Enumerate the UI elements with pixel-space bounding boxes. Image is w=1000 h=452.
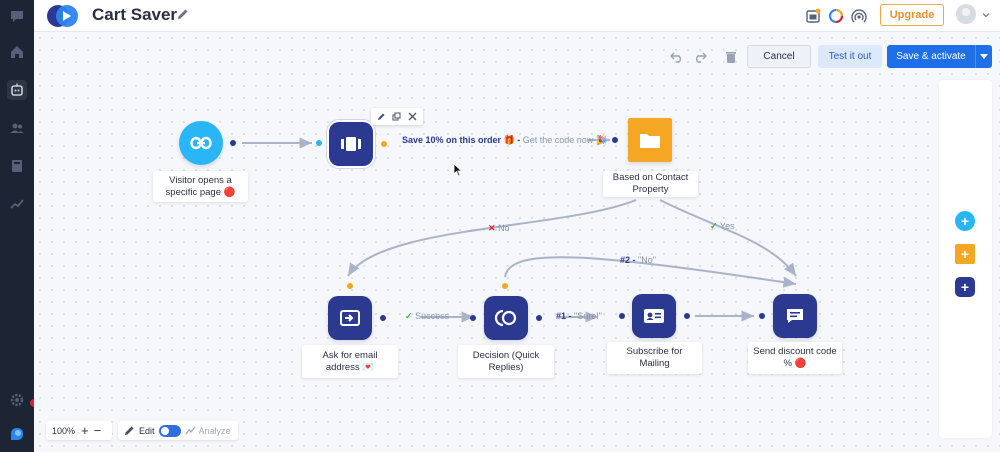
option-2-number: #2 -: [620, 255, 636, 265]
output-port[interactable]: [230, 140, 236, 146]
output-port[interactable]: [536, 315, 542, 321]
message-connection-label[interactable]: Save 10% on this order 🎁 - Get the code …: [402, 135, 607, 146]
sidebar: [0, 0, 38, 452]
mode-switch: Edit Analyze: [118, 421, 238, 440]
condition-label[interactable]: Based on Contact Property: [603, 171, 698, 197]
input-port[interactable]: [502, 283, 508, 289]
option-1-label[interactable]: #1 - "Sure!": [556, 311, 602, 321]
email-node[interactable]: [328, 296, 372, 340]
yes-branch-label[interactable]: ✓ Yes: [710, 221, 735, 232]
progress-ring-icon[interactable]: [827, 7, 845, 25]
contact-card-icon: [644, 309, 664, 323]
link-icon: [190, 136, 212, 150]
broadcast-icon[interactable]: [850, 7, 868, 25]
app-logo[interactable]: [46, 4, 80, 28]
input-port[interactable]: [619, 313, 625, 319]
no-branch-label[interactable]: ✕ No: [488, 223, 510, 234]
yes-label-text: Yes: [719, 221, 735, 231]
check-icon: ✓: [710, 221, 718, 231]
decision-node[interactable]: [484, 296, 528, 340]
analytics-icon[interactable]: [7, 194, 27, 214]
trigger-node[interactable]: [179, 121, 223, 165]
folder-icon: [640, 134, 660, 148]
top-bar: Cart Saver Upgrade: [34, 0, 1000, 32]
subscribe-node[interactable]: [632, 294, 676, 338]
chat-icon[interactable]: [7, 6, 27, 26]
output-port[interactable]: [381, 141, 387, 147]
undo-button[interactable]: [669, 50, 685, 64]
page-title: Cart Saver: [92, 5, 178, 24]
add-action-button[interactable]: +: [955, 277, 975, 297]
message-icon: [787, 309, 803, 323]
option-2-text: "No": [638, 255, 656, 265]
avatar[interactable]: [956, 4, 976, 24]
discount-label[interactable]: Send discount code % 🔴: [748, 342, 842, 374]
option-2-label[interactable]: #2 - "No": [620, 255, 656, 265]
settings-icon[interactable]: [7, 390, 27, 410]
cross-icon: ✕: [488, 223, 496, 233]
contacts-icon[interactable]: [7, 118, 27, 138]
output-port[interactable]: [684, 313, 690, 319]
edit-mode-label[interactable]: Edit: [139, 425, 155, 436]
home-icon[interactable]: [7, 42, 27, 62]
carousel-icon: [341, 137, 361, 151]
chevron-down-icon[interactable]: [982, 11, 990, 19]
cursor-icon: [453, 163, 463, 177]
add-trigger-button[interactable]: +: [955, 211, 975, 231]
cancel-button[interactable]: Cancel: [747, 45, 811, 68]
close-icon[interactable]: [406, 111, 418, 123]
upgrade-button[interactable]: Upgrade: [880, 4, 944, 26]
bot-icon[interactable]: [7, 80, 27, 100]
calendar-icon[interactable]: [804, 7, 822, 25]
analyze-mode-label[interactable]: Analyze: [198, 425, 231, 436]
mode-toggle[interactable]: [158, 424, 181, 437]
condition-node[interactable]: [628, 118, 672, 162]
copy-icon[interactable]: [391, 111, 403, 123]
input-port[interactable]: [316, 140, 322, 146]
flow-canvas[interactable]: [34, 32, 1000, 452]
subscribe-label[interactable]: Subscribe for Mailing: [607, 342, 702, 374]
save-activate-button[interactable]: Save & activate: [887, 45, 975, 68]
zoom-in-button[interactable]: +: [81, 423, 89, 438]
edit-icon[interactable]: [376, 111, 388, 123]
test-button[interactable]: Test it out: [818, 45, 882, 68]
zoom-out-button[interactable]: −: [93, 423, 102, 438]
message-node[interactable]: [329, 122, 373, 166]
redo-button[interactable]: [692, 50, 708, 64]
success-label[interactable]: ✓ Success: [405, 311, 449, 322]
email-label[interactable]: Ask for email address 💌: [302, 345, 398, 378]
chevron-down-icon: [980, 53, 988, 59]
output-port[interactable]: [380, 315, 386, 321]
book-icon[interactable]: [7, 156, 27, 176]
node-toolbar: [371, 108, 423, 125]
pencil-icon: [125, 426, 134, 435]
input-port[interactable]: [347, 283, 353, 289]
zoom-control: 100% + −: [46, 421, 112, 440]
discount-node[interactable]: [773, 294, 817, 338]
input-port[interactable]: [470, 315, 476, 321]
pencil-icon[interactable]: [176, 7, 190, 21]
delete-button[interactable]: [723, 50, 739, 64]
success-label-text: Success: [415, 311, 450, 321]
check-icon: ✓: [405, 311, 413, 321]
analytics-icon: [184, 426, 196, 435]
input-icon: [340, 310, 360, 326]
brand-icon[interactable]: [7, 424, 27, 444]
decision-label[interactable]: Decision (Quick Replies): [458, 345, 554, 378]
input-port[interactable]: [612, 137, 618, 143]
save-options-dropdown[interactable]: [975, 45, 992, 68]
trigger-label[interactable]: Visitor opens a specific page 🔴: [153, 171, 248, 202]
option-1-text: "Sure!": [574, 311, 602, 321]
zoom-level: 100%: [52, 425, 76, 436]
add-condition-button[interactable]: +: [955, 244, 975, 264]
option-1-number: #1 -: [556, 311, 572, 321]
input-port[interactable]: [759, 313, 765, 319]
message-offer-text: Save 10% on this order 🎁 -: [402, 135, 521, 145]
message-cta-text: Get the code now 🎉: [522, 135, 608, 145]
no-label-text: No: [498, 223, 510, 233]
quick-replies-icon: [494, 309, 517, 327]
